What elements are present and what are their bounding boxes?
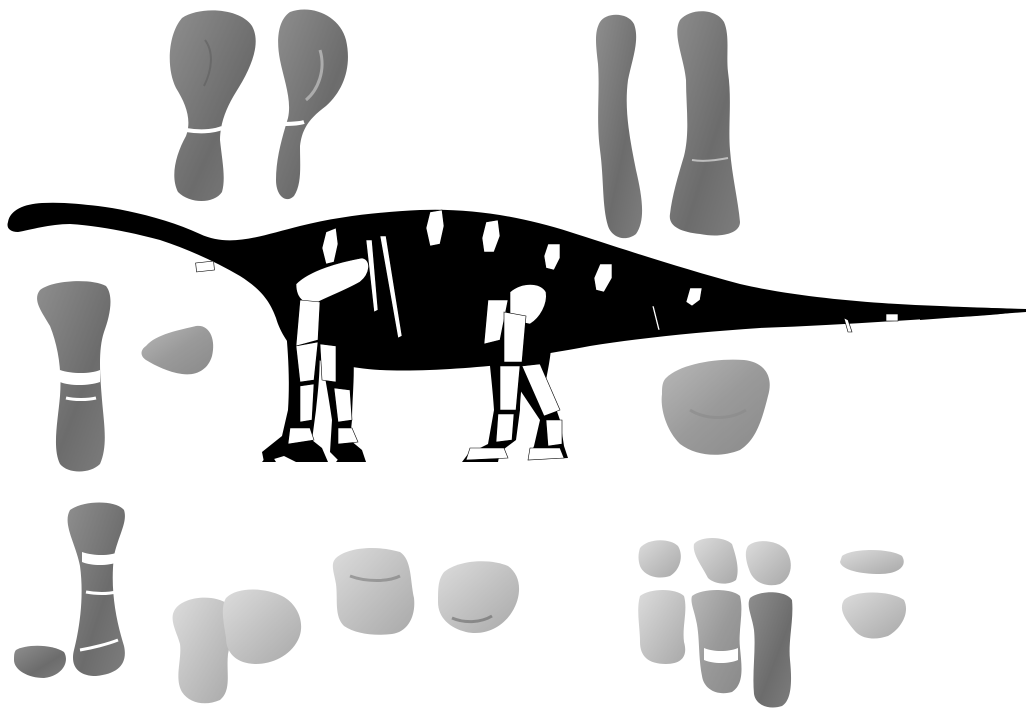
fossil-long-bone-top-right-b bbox=[670, 11, 740, 235]
fossil-vertebra-bottom-a bbox=[333, 548, 414, 635]
fossil-limb-bone-left bbox=[37, 281, 110, 471]
fossil-bone-top-left-b bbox=[276, 10, 348, 200]
fossil-pebble-bottom-left bbox=[14, 646, 66, 678]
fossil-carpals-bottom-center bbox=[173, 590, 302, 704]
fossil-metacarpal-bottom-left bbox=[68, 503, 125, 677]
fossil-fragment-left bbox=[142, 326, 214, 375]
fossil-phalanges-bottom-right bbox=[638, 538, 906, 708]
fossil-bone-top-left-a bbox=[170, 10, 256, 201]
fossil-vertebra-bottom-b bbox=[438, 561, 519, 633]
fossil-long-bone-top-right-a bbox=[596, 15, 642, 238]
fossil-vertebra-right bbox=[662, 360, 770, 455]
